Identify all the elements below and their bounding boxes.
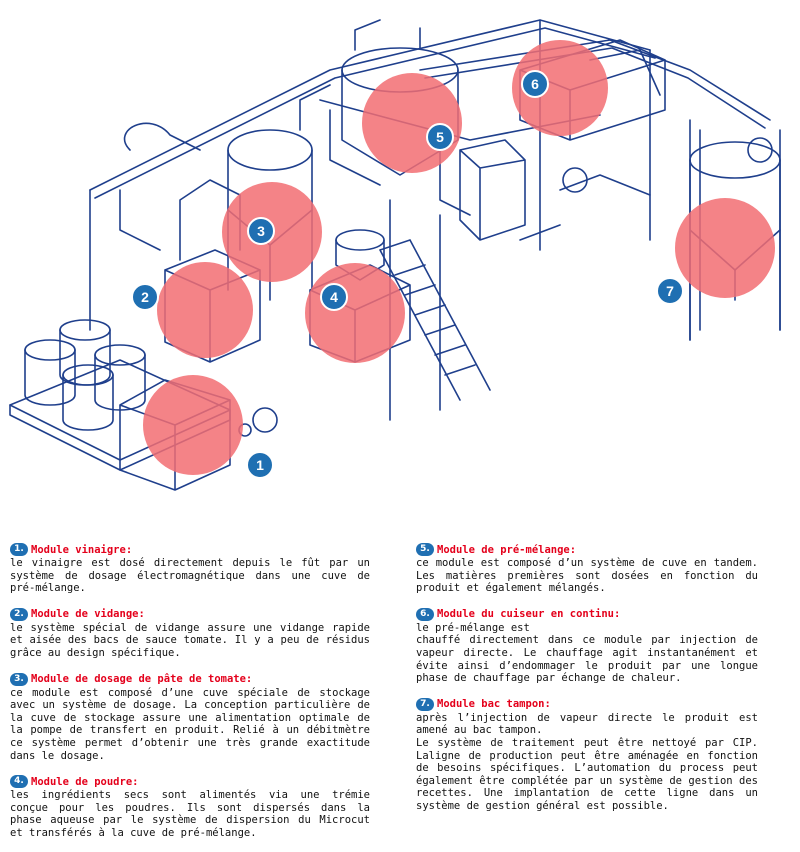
marker-1-label: 1 xyxy=(256,457,264,473)
section-number: 3. xyxy=(10,672,28,686)
legend-right-column: 5.Module de pré-mélange: ce module est c… xyxy=(416,542,758,825)
section-text: Le système de traitement peut être netto… xyxy=(416,736,758,812)
section-module-1: 1.Module vinaigre: le vinaigre est dosé … xyxy=(10,542,370,595)
highlight-module-1 xyxy=(143,375,243,475)
marker-2-label: 2 xyxy=(141,289,149,305)
section-text: les ingrédients secs sont alimentés via … xyxy=(10,789,370,839)
section-title: Module de poudre: xyxy=(31,775,139,788)
marker-5[interactable]: 5 xyxy=(425,122,455,152)
powder-hopper xyxy=(335,229,385,251)
section-title: Module de dosage de pâte de tomate: xyxy=(31,673,253,686)
section-number: 2. xyxy=(10,607,28,621)
overhead-pipe xyxy=(89,19,651,191)
marker-5-label: 5 xyxy=(436,129,444,145)
marker-4-label: 4 xyxy=(330,289,338,305)
section-number: 4. xyxy=(10,775,28,789)
process-line-diagram xyxy=(9,19,781,491)
highlight-module-7 xyxy=(675,198,775,298)
section-text: après l’injection de vapeur directe le p… xyxy=(416,711,758,737)
marker-6-label: 6 xyxy=(531,76,539,92)
section-module-7: 7.Module bac tampon: après l’injection d… xyxy=(416,697,758,813)
section-number: 1. xyxy=(10,543,28,556)
section-module-3: 3.Module de dosage de pâte de tomate: ce… xyxy=(10,672,370,763)
section-text: le système spécial de vidange assure une… xyxy=(10,621,370,659)
section-text: ce module est composé d’un système de cu… xyxy=(416,557,758,595)
section-title: Module du cuiseur en continu: xyxy=(437,608,621,621)
section-title: Module vinaigre: xyxy=(31,543,133,556)
marker-2[interactable]: 2 xyxy=(130,282,160,312)
section-title: Module de pré-mélange: xyxy=(437,543,577,556)
marker-4[interactable]: 4 xyxy=(319,282,349,312)
section-title: Module bac tampon: xyxy=(437,698,551,711)
section-number: 7. xyxy=(416,697,434,711)
section-text: le vinaigre est dosé directement depuis … xyxy=(10,557,370,595)
control-cabinet xyxy=(459,139,526,241)
section-title: Module de vidange: xyxy=(31,608,145,621)
highlight-module-6 xyxy=(512,40,608,136)
marker-6[interactable]: 6 xyxy=(520,69,550,99)
marker-1[interactable]: 1 xyxy=(245,450,275,480)
section-module-4: 4.Module de poudre: les ingrédients secs… xyxy=(10,774,370,839)
legend-left-column: 1.Module vinaigre: le vinaigre est dosé … xyxy=(10,542,370,852)
section-text: chauffé directement dans ce module par i… xyxy=(416,634,758,685)
highlight-module-2 xyxy=(157,262,253,358)
marker-3-label: 3 xyxy=(257,223,265,239)
section-text: ce module est composé d’une cuve spécial… xyxy=(10,686,370,762)
overhead-pipe xyxy=(94,27,656,199)
section-number: 5. xyxy=(416,543,434,556)
marker-7[interactable]: 7 xyxy=(655,276,685,306)
marker-3[interactable]: 3 xyxy=(246,216,276,246)
tomato-tank xyxy=(227,129,313,171)
section-text: le pré-mélange est xyxy=(416,621,530,634)
section-module-6: 6.Module du cuiseur en continu: le pré-m… xyxy=(416,607,758,685)
section-module-2: 2.Module de vidange: le système spécial … xyxy=(10,607,370,660)
section-number: 6. xyxy=(416,607,434,621)
marker-7-label: 7 xyxy=(666,283,674,299)
highlight-module-4 xyxy=(305,263,405,363)
section-module-5: 5.Module de pré-mélange: ce module est c… xyxy=(416,542,758,595)
